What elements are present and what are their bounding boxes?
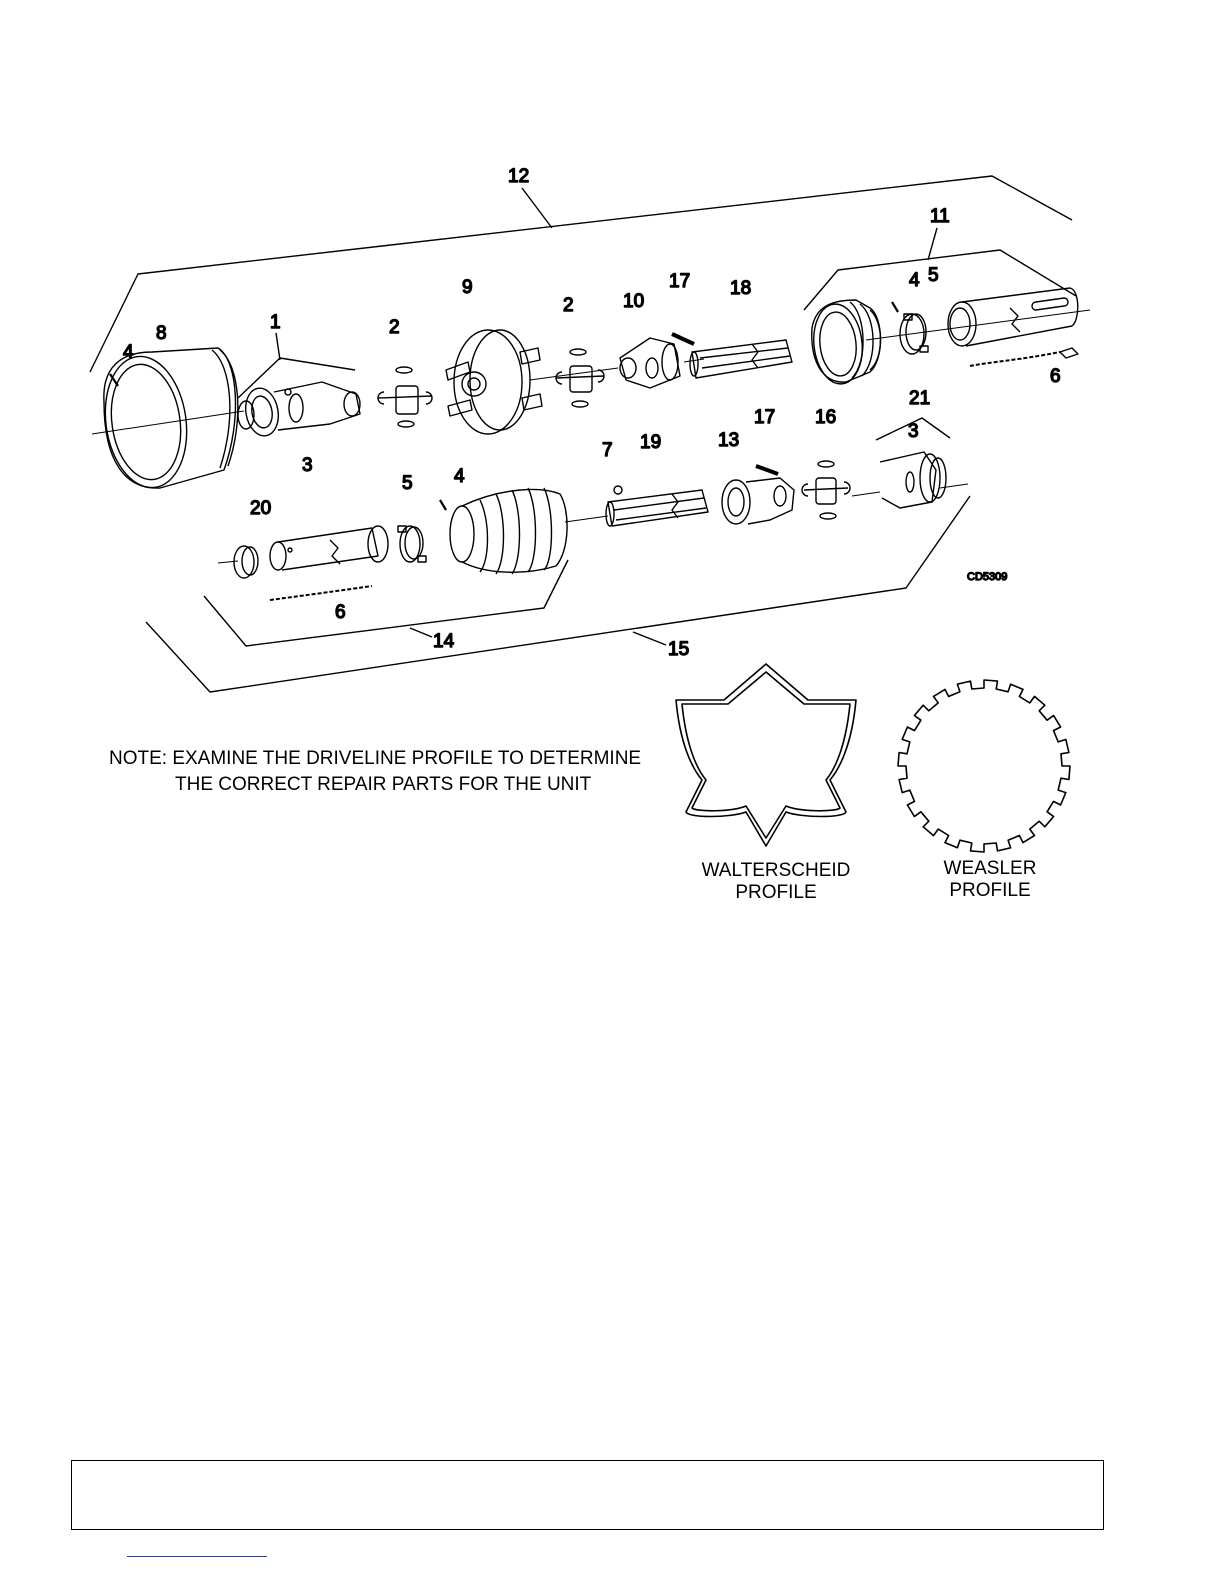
part-2-cross-right: [556, 349, 604, 407]
callout-5-lower: 5: [402, 473, 413, 494]
walterscheid-star-profile: [676, 664, 856, 846]
callout-2-right: 2: [563, 295, 574, 316]
part-13-inner-yoke-lower: [722, 478, 794, 524]
part-20-tube-end-ring: [234, 546, 258, 578]
part-1-outer-yoke: [238, 382, 360, 438]
leader-12: [522, 188, 552, 228]
part-17-pin-upper: [672, 334, 694, 344]
callout-20: 20: [250, 498, 271, 519]
leader-1: [276, 333, 280, 360]
callout-18: 18: [730, 278, 751, 299]
callout-15: 15: [668, 639, 689, 660]
callout-4-upper: 4: [909, 270, 920, 291]
callout-3-lower: 3: [908, 421, 919, 442]
part-18-inner-profile-tube: [690, 340, 792, 378]
part-6-chain-lower: [270, 586, 372, 600]
part-bellows-guard-lower: [450, 488, 567, 574]
callout-13: 13: [718, 430, 739, 451]
weasler-label-line-2: PROFILE: [900, 880, 1080, 902]
leader-14: [410, 628, 432, 637]
callout-4-left: 4: [123, 342, 134, 363]
part-9-center-housing: [446, 330, 542, 434]
callout-3-upper: 3: [302, 455, 313, 476]
callout-9: 9: [462, 277, 473, 298]
part-17-pin-lower: [756, 466, 778, 474]
part-7-nut: [614, 486, 622, 494]
part-11-inner-guard-cone: [810, 300, 881, 386]
callout-21: 21: [909, 388, 930, 409]
figure-code: CD5309: [967, 571, 1007, 583]
part-2-cross-left: [378, 367, 432, 427]
part-outer-profile-tube-lower: [270, 526, 388, 570]
callout-17-upper: 17: [669, 271, 690, 292]
part-16-cross-lower: [802, 461, 850, 519]
callout-6-lower: 6: [335, 602, 346, 623]
bracket-1: [238, 358, 355, 398]
leader-15: [633, 632, 666, 645]
part-21-3-implement-yoke: [880, 452, 946, 508]
callout-11: 11: [930, 206, 950, 227]
footer-link-underline[interactable]: [127, 1556, 267, 1557]
callout-16: 16: [815, 407, 836, 428]
part-8-outer-guard-cone: [97, 348, 238, 493]
walterscheid-label: WALTERSCHEID PROFILE: [686, 860, 866, 904]
weasler-label-line-1: WEASLER: [900, 858, 1080, 880]
part-4-screw-upper: [892, 302, 898, 312]
part-4-screw-lower: [440, 500, 446, 510]
note-line-2: THE CORRECT REPAIR PARTS FOR THE UNIT: [175, 772, 591, 798]
callout-12: 12: [508, 166, 529, 187]
callout-4-lower: 4: [454, 466, 465, 487]
weasler-splined-profile: [898, 680, 1070, 852]
part-6-chain-upper: [970, 348, 1078, 366]
part-10-inner-yoke: [620, 338, 680, 388]
callout-17-lower: 17: [754, 407, 775, 428]
part-19-inner-profile-tube-lower: [606, 490, 708, 526]
callout-1: 1: [270, 312, 281, 333]
callout-8: 8: [156, 323, 167, 344]
leader-11: [928, 228, 937, 260]
callout-10: 10: [623, 291, 644, 312]
callout-19: 19: [640, 432, 661, 453]
weasler-label: WEASLER PROFILE: [900, 858, 1080, 902]
callout-5-upper: 5: [928, 265, 939, 286]
callout-6-upper: 6: [1050, 366, 1061, 387]
callout-2-left: 2: [389, 317, 400, 338]
part-5-bearing-ring-lower: [398, 526, 426, 562]
walterscheid-label-line-2: PROFILE: [686, 882, 866, 904]
walterscheid-label-line-1: WALTERSCHEID: [686, 860, 866, 882]
callout-7: 7: [602, 440, 613, 461]
part-outer-profile-tube-upper: [948, 288, 1078, 346]
note-line-1: NOTE: EXAMINE THE DRIVELINE PROFILE TO D…: [109, 746, 641, 772]
footer-box: [71, 1460, 1104, 1530]
bracket-15: [146, 496, 970, 692]
callout-14: 14: [433, 631, 455, 652]
